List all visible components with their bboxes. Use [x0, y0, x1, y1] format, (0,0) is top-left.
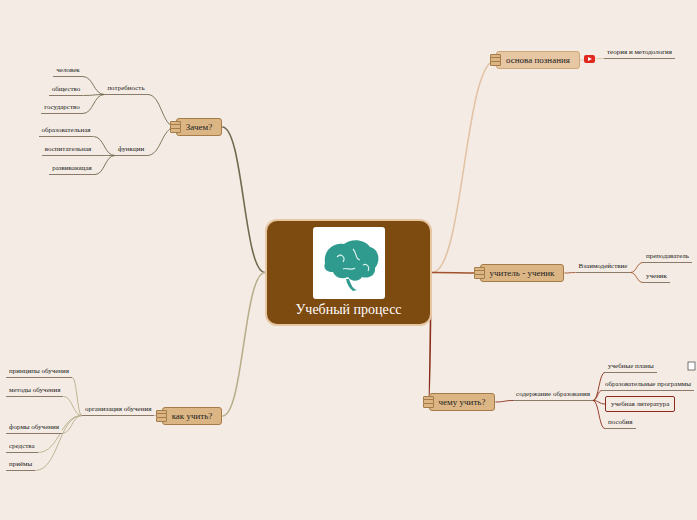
branch-line [495, 401, 513, 403]
subtopic: потребность [104, 83, 147, 95]
topic-label: формы обучения [9, 423, 59, 431]
main-topic: Зачем? [176, 118, 222, 136]
topic-label: пособия [608, 418, 633, 426]
box-tab [170, 128, 181, 133]
video-icon-body [584, 55, 595, 63]
leaf-topic: общество [49, 84, 84, 96]
subtopic: функции [115, 144, 147, 156]
box-tab [474, 274, 485, 279]
branch-line [222, 273, 265, 417]
topic-label: учитель - ученик [490, 268, 555, 278]
box-tab [423, 403, 434, 408]
leaf-topic: государство [41, 102, 83, 114]
branch-line [630, 273, 643, 283]
branch-line [93, 137, 114, 156]
main-topic: учитель - ученик [480, 264, 565, 282]
topic-label: общество [52, 85, 81, 93]
topic-label: чему учить? [439, 397, 486, 407]
main-topic: как учить? [162, 407, 223, 425]
leaf-topic: пособия [605, 417, 636, 429]
topic-label: теория и методология [607, 48, 672, 56]
branch-line [83, 95, 105, 114]
topic-label: содержание образования [516, 390, 590, 398]
topic-label: образовательная [42, 126, 91, 134]
central-topic: Учебный процесс [265, 219, 432, 326]
topic-label: методы обучения [9, 386, 60, 394]
leaf-topic: средства [6, 441, 38, 453]
topic-label: государство [44, 103, 80, 111]
topic-label: Учебный процесс [295, 302, 401, 318]
topic-label: функции [118, 145, 144, 153]
brain-illustration [313, 227, 385, 299]
leaf-topic: ученик [643, 271, 670, 283]
topic-label: Взаимодействие [579, 262, 628, 270]
branch-line [63, 397, 82, 416]
brain-folds [337, 249, 369, 271]
box-tab [156, 417, 167, 422]
branch-line [593, 401, 605, 429]
main-topic: чему учить? [429, 393, 496, 411]
leaf-topic: воспитательная [42, 144, 95, 156]
leaf-topic: развивающая [49, 163, 95, 175]
branch-line [432, 60, 496, 273]
video-icon [584, 55, 595, 63]
brain-shape [324, 240, 378, 281]
topic-label: развивающая [52, 164, 92, 172]
topic-label: потребность [107, 84, 144, 92]
leaf-topic: приёмы [6, 459, 35, 471]
topic-label: принципы обучения [9, 367, 69, 375]
topic-label: основа познания [506, 55, 570, 65]
leaf-topic: человек [53, 65, 82, 77]
subtopic: организация обучения [82, 404, 154, 416]
subtopic: теория и методология [604, 47, 675, 59]
branch-line [222, 127, 265, 273]
branch-line [83, 77, 105, 95]
branch-line [630, 263, 643, 273]
topic-label: средства [9, 442, 35, 450]
branch-line [564, 272, 575, 274]
leaf-topic: образовательная [39, 125, 94, 137]
box-tab [490, 61, 501, 66]
video-icon-play [588, 57, 592, 61]
note-icon [688, 362, 695, 370]
leaf-topic: формы обучения [6, 422, 62, 434]
framed-topic: учебная литература [605, 396, 675, 412]
main-topic: основа познания [496, 51, 580, 69]
leaf-topic: образовательные программы [602, 379, 694, 391]
topic-label: учебная литература [611, 400, 669, 408]
topic-label: человек [56, 66, 79, 74]
topic-label: как учить? [172, 411, 213, 421]
image-frame [313, 227, 385, 299]
branch-line [72, 378, 82, 416]
branch-line [432, 272, 480, 274]
topic-label: приёмы [9, 460, 32, 468]
branch-line [95, 156, 115, 175]
topic-label: преподаватель [646, 252, 689, 260]
topic-label: учебные планы [608, 362, 654, 370]
topic-label: воспитательная [45, 145, 92, 153]
subtopic: содержание образования [513, 389, 593, 401]
leaf-topic: принципы обучения [6, 366, 72, 378]
topic-label: образовательные программы [605, 380, 691, 388]
leaf-topic: учебные планы [605, 361, 657, 373]
leaf-topic: методы обучения [6, 385, 63, 397]
topic-label: ученик [646, 272, 667, 280]
branch-line [593, 391, 602, 401]
brain-stem [346, 279, 357, 291]
topic-label: Зачем? [186, 122, 212, 132]
topic-label: организация обучения [85, 405, 151, 413]
note-icon-body [688, 362, 695, 370]
leaf-topic: преподаватель [643, 251, 692, 263]
subtopic: Взаимодействие [576, 261, 631, 273]
